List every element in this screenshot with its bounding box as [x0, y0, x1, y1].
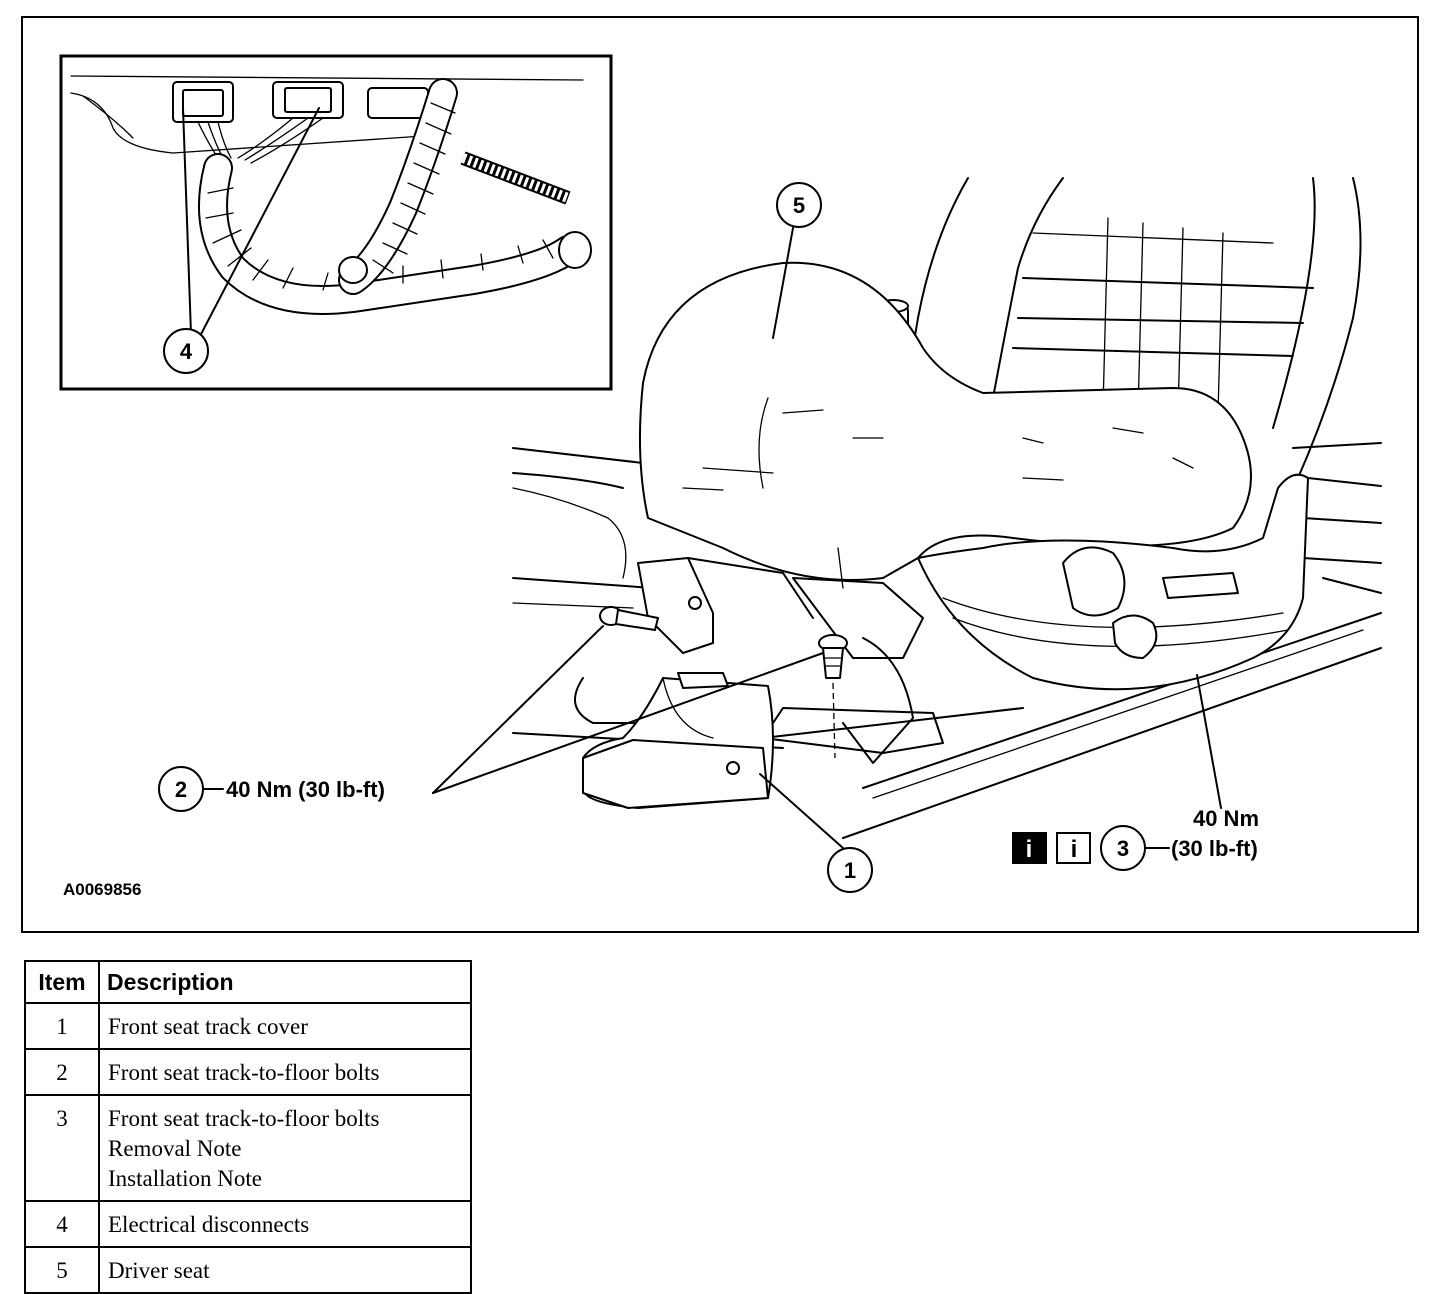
figure-id: A0069856 — [63, 880, 141, 899]
seat-illustration: 4 — [59, 54, 1382, 899]
legend-description-line: Front seat track-to-floor bolts — [108, 1060, 380, 1085]
inset-detail: 4 — [59, 54, 613, 391]
figure-frame: 4 — [21, 16, 1419, 933]
legend-header-item: Item — [24, 960, 100, 1004]
legend-item-number: 5 — [24, 1246, 100, 1294]
callout-1-number: 1 — [844, 858, 856, 883]
legend-header-row: Item Description — [24, 960, 472, 1004]
callout-3-torque-line1: 40 Nm — [1193, 806, 1259, 831]
legend-item-description: Front seat track cover — [98, 1002, 472, 1050]
table-row: 5 Driver seat — [24, 1246, 472, 1294]
info-icon-filled-glyph: i — [1026, 836, 1033, 863]
bolts — [599, 606, 848, 759]
track-cover — [582, 672, 774, 809]
legend-item-description: Front seat track-to-floor bolts — [98, 1048, 472, 1096]
callout-3-number: 3 — [1117, 836, 1129, 861]
legend-description-line: Electrical disconnects — [108, 1212, 310, 1237]
callout-1: 1 — [827, 847, 873, 893]
info-icon-filled[interactable] — [1012, 832, 1047, 864]
leader-lines — [432, 227, 1222, 849]
legend-item-description: Driver seat — [98, 1246, 472, 1294]
info-icon-outline[interactable] — [1056, 832, 1091, 864]
legend-table: Item Description 1 Front seat track cover… — [24, 960, 472, 1294]
callout-4-circle — [163, 328, 209, 374]
legend-description-line: Driver seat — [108, 1258, 210, 1283]
callout-3: 40 Nm i i 3 (30 lb-ft) — [1012, 806, 1259, 871]
legend-header-description: Description — [98, 960, 472, 1004]
bolt-left — [599, 606, 659, 631]
callout-4-number: 4 — [180, 339, 193, 364]
callout-1-circle — [827, 847, 873, 893]
legend-item-number: 4 — [24, 1200, 100, 1248]
seat-cushion — [638, 261, 1309, 691]
table-row: 1 Front seat track cover — [24, 1002, 472, 1050]
callout-5-circle — [776, 182, 822, 228]
callout-2-number: 2 — [175, 777, 187, 802]
table-row: 4 Electrical disconnects — [24, 1200, 472, 1248]
callout-5: 5 — [776, 182, 822, 228]
callout-5-number: 5 — [793, 193, 805, 218]
legend-item-number: 3 — [24, 1094, 100, 1202]
legend-description-line: Front seat track cover — [108, 1014, 308, 1039]
legend-description-line: Removal Note — [108, 1136, 242, 1161]
callout-3-torque-line2: (30 lb-ft) — [1171, 836, 1258, 861]
legend-item-number: 2 — [24, 1048, 100, 1096]
legend-item-number: 1 — [24, 1002, 100, 1050]
table-row: 2 Front seat track-to-floor bolts — [24, 1048, 472, 1096]
legend-description-line: Installation Note — [108, 1166, 262, 1191]
callout-2-torque: 40 Nm (30 lb-ft) — [226, 777, 385, 802]
legend-item-description: Electrical disconnects — [98, 1200, 472, 1248]
floor-pan — [512, 442, 1382, 839]
callout-2: 2 40 Nm (30 lb-ft) — [158, 766, 385, 812]
info-icon-outline-glyph: i — [1071, 836, 1078, 863]
seat-track — [637, 547, 924, 764]
legend-description-line: Front seat track-to-floor bolts — [108, 1106, 380, 1131]
bolt-center — [818, 634, 848, 759]
